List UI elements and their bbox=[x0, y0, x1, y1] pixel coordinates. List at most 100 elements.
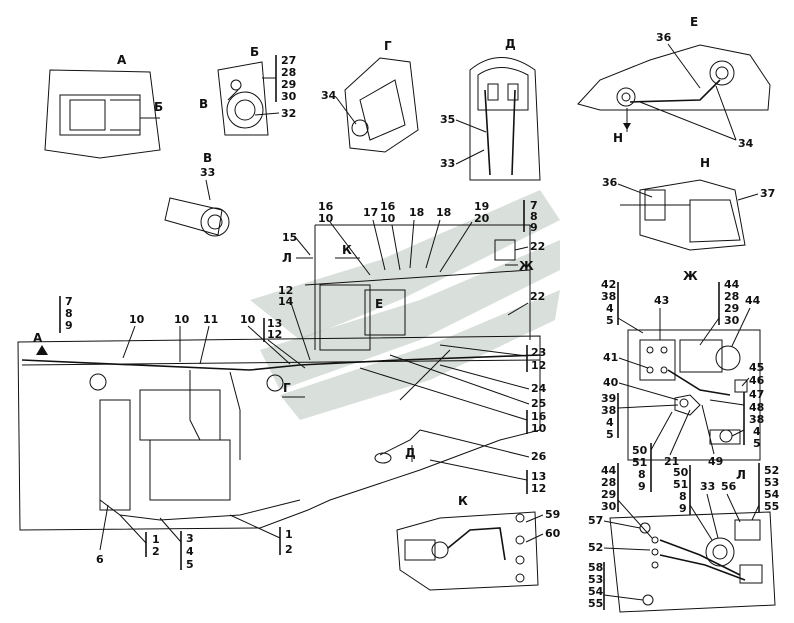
callout: 30 bbox=[601, 500, 617, 513]
callout: 30 bbox=[724, 314, 740, 327]
callout: 10 bbox=[174, 313, 190, 326]
callout: 3 bbox=[186, 532, 194, 545]
callout: 7 bbox=[530, 199, 538, 212]
callout: 2 bbox=[152, 545, 160, 558]
callout: 56 bbox=[721, 480, 737, 493]
callout: 30 bbox=[281, 90, 297, 103]
view-n-detail: Н 36 37 bbox=[602, 156, 775, 251]
callout: 2 bbox=[285, 543, 293, 556]
callout: 12 bbox=[531, 482, 546, 495]
view-v-title: В bbox=[203, 151, 212, 165]
view-a-title: А bbox=[117, 53, 127, 67]
view-n-title: Н bbox=[700, 156, 710, 170]
view-e-title: Е bbox=[690, 15, 698, 29]
callout: 15 bbox=[282, 231, 297, 244]
callout: 49 bbox=[708, 455, 723, 468]
callout: 57 bbox=[588, 514, 603, 527]
callout: 35 bbox=[440, 113, 455, 126]
arrow-b-label: Б bbox=[154, 100, 163, 114]
view-l-detail: Л 44 28 29 30 50 51 8 9 33 56 52 53 54 5… bbox=[588, 463, 780, 613]
callout: 16 bbox=[318, 200, 334, 213]
callout: 38 bbox=[601, 290, 616, 303]
callout: 23 bbox=[531, 346, 546, 359]
callout: 34 bbox=[738, 137, 754, 150]
callout: 9 bbox=[530, 221, 538, 234]
callout: 21 bbox=[664, 455, 679, 468]
callout: 10 bbox=[531, 422, 547, 435]
callout: 24 bbox=[531, 382, 547, 395]
arrow-v-label: В bbox=[199, 97, 208, 111]
callout: 22 bbox=[530, 290, 545, 303]
callout: 50 bbox=[673, 466, 689, 479]
callout: 8 bbox=[679, 490, 687, 503]
callout: 42 bbox=[601, 278, 616, 291]
callout: 5 bbox=[606, 314, 614, 327]
callout: 38 bbox=[749, 413, 764, 426]
callout: 9 bbox=[638, 480, 646, 493]
callout: 43 bbox=[654, 294, 669, 307]
callout: 4 bbox=[753, 425, 761, 438]
view-v-detail: В 33 bbox=[164, 151, 230, 237]
main-assembly: Е bbox=[17, 224, 541, 531]
callout: 47 bbox=[749, 388, 764, 401]
callout: 51 bbox=[673, 478, 688, 491]
callout: 8 bbox=[638, 468, 646, 481]
callout: 10 bbox=[240, 313, 256, 326]
arrow-a-label: А bbox=[33, 331, 43, 345]
callout: 10 bbox=[380, 212, 396, 225]
callout: 38 bbox=[601, 404, 616, 417]
callout: 4 bbox=[606, 302, 614, 315]
callout: 39 bbox=[601, 392, 616, 405]
arrow-g-label: Г bbox=[283, 381, 291, 395]
callout: 18 bbox=[409, 206, 424, 219]
arrow-zh-label: Ж bbox=[519, 259, 534, 273]
callout: 50 bbox=[632, 444, 648, 457]
callout: 33 bbox=[700, 480, 715, 493]
callout: 28 bbox=[601, 476, 616, 489]
callout: 44 bbox=[745, 294, 761, 307]
callout: 8 bbox=[65, 307, 73, 320]
callout: 53 bbox=[588, 573, 603, 586]
callout: 19 bbox=[474, 200, 489, 213]
callout: 51 bbox=[632, 456, 647, 469]
callout: 46 bbox=[749, 374, 765, 387]
callout: 4 bbox=[606, 416, 614, 429]
view-l-title: Л bbox=[736, 468, 746, 482]
callout: 18 bbox=[436, 206, 451, 219]
view-g-detail: Г 34 bbox=[321, 39, 419, 153]
view-k-title: К bbox=[458, 494, 468, 508]
arrow-k-label: К bbox=[342, 243, 352, 257]
callout: 55 bbox=[588, 597, 603, 610]
view-g-title: Г bbox=[384, 39, 392, 53]
e-box-label: Е bbox=[375, 297, 383, 311]
callout: 10 bbox=[129, 313, 145, 326]
callout: 12 bbox=[278, 284, 293, 297]
view-k-detail: К 59 60 bbox=[396, 494, 561, 591]
callout: 8 bbox=[530, 210, 538, 223]
view-b-title: Б bbox=[250, 45, 259, 59]
callout: 4 bbox=[186, 545, 194, 558]
callout: 10 bbox=[318, 212, 334, 225]
arrow-l-label: Л bbox=[282, 251, 292, 265]
callout: 20 bbox=[474, 212, 490, 225]
callout: 9 bbox=[679, 502, 687, 515]
callout: 28 bbox=[724, 290, 739, 303]
callout: 60 bbox=[545, 527, 561, 540]
callout: 1 bbox=[285, 528, 293, 541]
callout: 14 bbox=[278, 295, 294, 308]
callout: 41 bbox=[603, 351, 618, 364]
watermark-logo bbox=[250, 190, 560, 420]
callout: 16 bbox=[380, 200, 396, 213]
arrow-a-pointer bbox=[36, 345, 48, 355]
callout: 17 bbox=[363, 206, 378, 219]
view-a-detail: А Б bbox=[44, 53, 163, 159]
arrow-n-label: Н bbox=[613, 131, 623, 145]
callout: 44 bbox=[601, 464, 617, 477]
callout: 26 bbox=[531, 450, 547, 463]
view-zh-detail: Ж 42 38 4 5 43 44 28 29 30 44 41 45 46 bbox=[601, 269, 765, 493]
callout: 48 bbox=[749, 401, 764, 414]
callout: 36 bbox=[656, 31, 672, 44]
callout: 7 bbox=[65, 295, 73, 308]
callout: 12 bbox=[531, 359, 546, 372]
callout: 5 bbox=[186, 558, 194, 571]
